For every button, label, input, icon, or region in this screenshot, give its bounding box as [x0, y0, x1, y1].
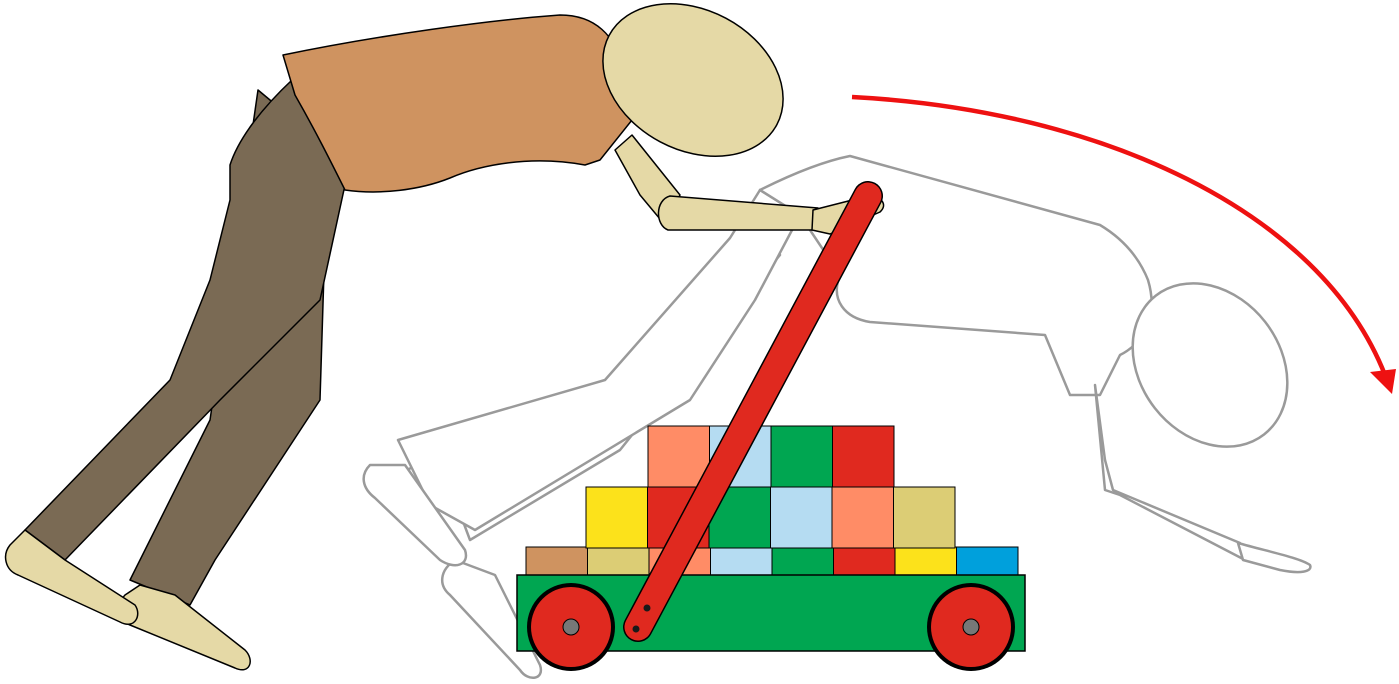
handle-rivet-bottom: [633, 626, 640, 633]
arrow-head-icon: [1370, 369, 1396, 394]
handle-rivet-top: [644, 605, 651, 612]
block-middle-4: [771, 487, 833, 548]
block-bottom-2: [588, 547, 650, 576]
block-bottom-8: [957, 547, 1019, 576]
outline-hand: [1238, 543, 1310, 572]
block-top-4: [833, 426, 895, 487]
block-bottom-7: [895, 547, 957, 576]
block-top-3: [771, 426, 833, 487]
block-bottom-5: [772, 547, 834, 576]
wheel-left-hub: [563, 619, 579, 635]
block-middle-6: [894, 487, 956, 548]
block-middle-1: [586, 487, 648, 548]
block-top-1: [648, 426, 710, 487]
shirt: [283, 15, 632, 192]
block-middle-5: [832, 487, 894, 548]
wheel-right-hub: [963, 619, 979, 635]
head: [576, 0, 809, 186]
wheel-left: [527, 583, 615, 671]
block-bottom-1: [526, 547, 588, 576]
block-bottom-6: [834, 547, 896, 576]
wheel-right: [927, 583, 1015, 671]
block-bottom-4: [711, 547, 773, 576]
